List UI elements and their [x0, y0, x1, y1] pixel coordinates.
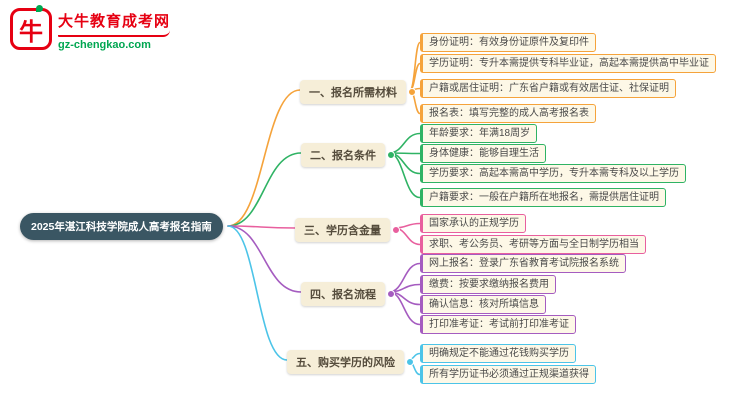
leaf-node[interactable]: 身体健康：能够自理生活 [420, 144, 546, 163]
branch-node-degree-value[interactable]: 三、学历含金量 [295, 218, 400, 242]
branch-label: 五、购买学历的风险 [296, 357, 395, 369]
leaf-node[interactable]: 求职、考公务员、考研等方面与全日制学历相当 [420, 235, 646, 254]
branch-connector-dot [392, 226, 400, 234]
branch-label: 三、学历含金量 [304, 225, 381, 237]
leaf-node[interactable]: 学历证明：专升本需提供专科毕业证，高起本需提供高中毕业证 [420, 54, 716, 73]
leaf-node[interactable]: 明确规定不能通过花钱购买学历 [420, 344, 576, 363]
ox-logo-icon: 牛 [10, 5, 52, 50]
branch-node-risk[interactable]: 五、购买学历的风险 [287, 350, 414, 374]
leaf-node[interactable]: 所有学历证书必须通过正规渠道获得 [420, 365, 596, 384]
leaf-node[interactable]: 确认信息：核对所填信息 [420, 295, 546, 314]
branch-label: 四、报名流程 [310, 289, 376, 301]
branch-connector-dot [387, 151, 395, 159]
logo-text: 大牛教育成考网 gz-chengkao.com [58, 8, 170, 51]
central-topic-node[interactable]: 2025年湛江科技学院成人高考报名指南 [20, 213, 223, 240]
branch-connector-dot [387, 290, 395, 298]
branch-node-process[interactable]: 四、报名流程 [301, 282, 395, 306]
leaf-node[interactable]: 学历要求：高起本需高中学历，专升本需专科及以上学历 [420, 164, 686, 183]
leaf-node[interactable]: 户籍要求：一般在户籍所在地报名，需提供居住证明 [420, 188, 666, 207]
leaf-node[interactable]: 年龄要求：年满18周岁 [420, 124, 538, 143]
brand-name: 大牛教育成考网 [58, 13, 171, 30]
branch-node-materials[interactable]: 一、报名所需材料 [300, 80, 416, 104]
leaf-node[interactable]: 国家承认的正规学历 [420, 214, 526, 233]
site-logo[interactable]: 牛 大牛教育成考网 gz-chengkao.com [10, 5, 170, 51]
branch-connector-dot [406, 358, 414, 366]
leaf-node[interactable]: 网上报名：登录广东省教育考试院报名系统 [420, 254, 626, 273]
ox-glyph: 牛 [19, 18, 43, 46]
brand-domain: gz-chengkao.com [58, 39, 151, 51]
leaf-node[interactable]: 报名表：填写完整的成人高考报名表 [420, 104, 596, 123]
branch-connector-dot [408, 88, 416, 96]
leaf-node[interactable]: 户籍或居住证明：广东省户籍或有效居住证、社保证明 [420, 79, 676, 98]
branch-node-conditions[interactable]: 二、报名条件 [301, 143, 395, 167]
brand-underline-swoosh [58, 30, 170, 37]
leaf-node[interactable]: 身份证明：有效身份证原件及复印件 [420, 33, 596, 52]
leaf-node[interactable]: 打印准考证：考试前打印准考证 [420, 315, 576, 334]
branch-label: 一、报名所需材料 [309, 87, 397, 99]
leaf-node[interactable]: 缴费：按要求缴纳报名费用 [420, 275, 556, 294]
branch-label: 二、报名条件 [310, 150, 376, 162]
